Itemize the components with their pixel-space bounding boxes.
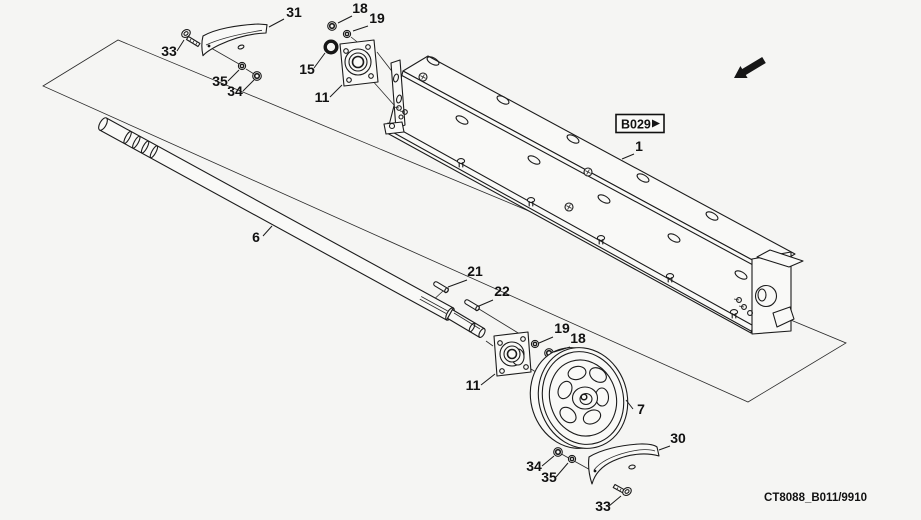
- tine-blade-30: [588, 443, 660, 485]
- beam-rail-bolts: [456, 158, 739, 319]
- callout-7: 7: [637, 401, 645, 417]
- nut-34-top: [252, 71, 262, 81]
- tine-blade-31: [201, 23, 268, 57]
- bolt-33-bottom: [612, 483, 632, 497]
- leader-line-33: [608, 495, 622, 507]
- washer-35-top: [237, 61, 247, 71]
- beam-housing-1: [383, 55, 804, 335]
- pulley-hub: [571, 386, 599, 410]
- callout-1: 1: [635, 138, 643, 154]
- callout-11: 11: [466, 377, 481, 393]
- bolt-33-top: [181, 28, 201, 48]
- washer-19-top: [342, 29, 352, 39]
- flange-bearing-top-11: [339, 39, 379, 87]
- leader-line-31: [268, 18, 285, 28]
- leader-line-18: [337, 15, 353, 24]
- washer-19-bottom: [530, 339, 540, 349]
- callout-19: 19: [554, 320, 570, 336]
- callout-6: 6: [252, 229, 260, 245]
- nut-34-bottom: [553, 447, 563, 457]
- beam-front-face: [386, 70, 770, 334]
- callout-34: 34: [526, 458, 542, 474]
- leader-line-33: [176, 39, 185, 52]
- leader-line-18: [553, 346, 571, 353]
- leader-line-35: [555, 462, 569, 478]
- direction-arrow-icon: [734, 57, 766, 78]
- leader-line-6: [262, 225, 273, 237]
- callout-15: 15: [299, 61, 315, 77]
- flange-bearing-bottom-11: [493, 331, 532, 377]
- leader-line-21: [447, 279, 468, 288]
- callout-35: 35: [541, 469, 557, 485]
- beam-front-face-holes: [455, 115, 748, 280]
- leader-line-15: [313, 52, 326, 69]
- washer-35-bottom: [567, 454, 577, 464]
- leader-line-35: [227, 69, 240, 82]
- leader-line-34: [541, 455, 555, 467]
- leader-line-19: [352, 25, 369, 32]
- callout-21: 21: [467, 263, 483, 279]
- leader-line-11: [329, 84, 343, 98]
- key-pin-21: [433, 281, 449, 294]
- leader-line-22: [478, 299, 494, 307]
- callout-18: 18: [570, 330, 586, 346]
- callout-35: 35: [212, 73, 228, 89]
- leader-line-34: [242, 79, 255, 92]
- callout-34: 34: [227, 83, 243, 99]
- rotor-shaft-6: [98, 117, 486, 338]
- callout-30: 30: [670, 430, 686, 446]
- beam-top-face-holes: [426, 56, 719, 221]
- callout-11: 11: [315, 89, 330, 105]
- beam-screw-heads: [418, 72, 593, 212]
- callout-22: 22: [494, 283, 510, 299]
- callout-33: 33: [161, 43, 177, 59]
- leader-line-7: [625, 399, 634, 410]
- pulley-7: [529, 347, 629, 449]
- callout-31: 31: [286, 4, 302, 20]
- key-pin-22: [464, 299, 480, 312]
- callout-19: 19: [369, 10, 385, 26]
- ref-tag-arrow-icon: [652, 119, 660, 128]
- callout-18: 18: [352, 0, 368, 16]
- leader-line-19: [538, 336, 554, 344]
- nut-18-top: [327, 21, 337, 31]
- locking-collar-15: [323, 39, 339, 55]
- leader-line-30: [658, 445, 671, 451]
- ref-tag-label: B029: [621, 118, 651, 132]
- ref-tag-b029[interactable]: B029: [615, 113, 665, 134]
- drawing-code: CT8088_B011/9910: [764, 492, 867, 504]
- leader-line-1: [621, 153, 635, 160]
- leader-line-11: [480, 373, 496, 386]
- callout-33: 33: [595, 498, 611, 514]
